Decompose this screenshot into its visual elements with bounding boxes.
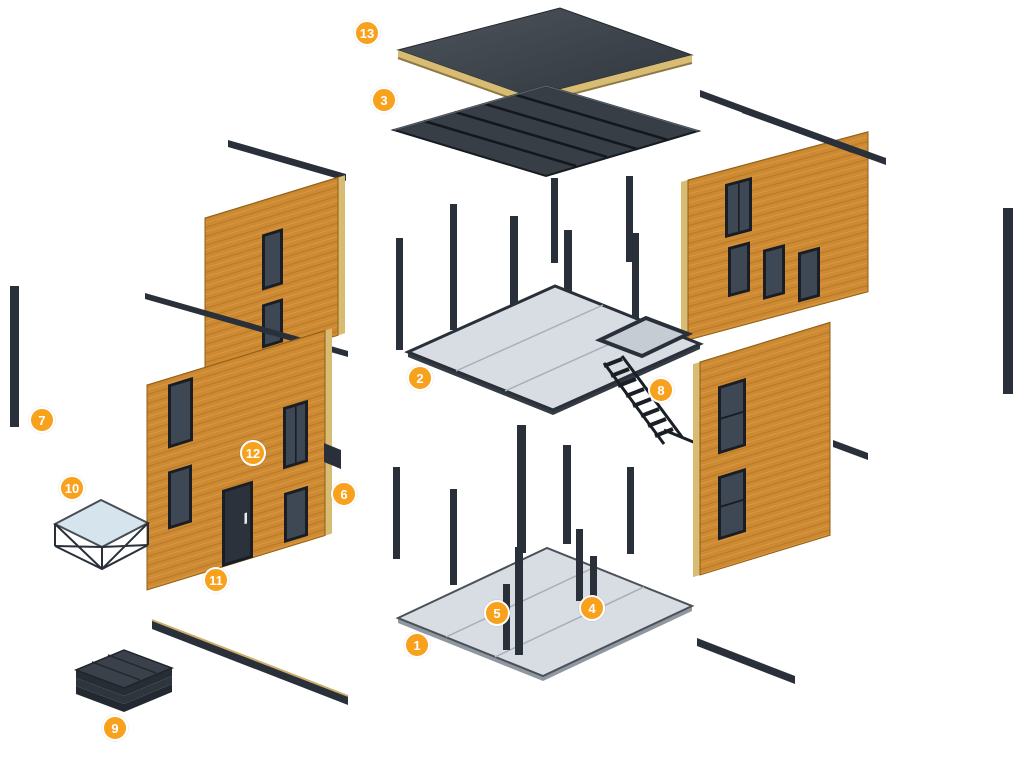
roof-rails-right bbox=[700, 90, 886, 165]
badge-13[interactable]: 13 bbox=[354, 20, 380, 46]
corner-post-right bbox=[1003, 208, 1013, 394]
columns-upper bbox=[396, 176, 639, 350]
window bbox=[798, 246, 820, 303]
badge-3[interactable]: 3 bbox=[371, 87, 397, 113]
roof-deck-panels bbox=[390, 84, 702, 178]
badge-5[interactable]: 5 bbox=[484, 600, 510, 626]
window bbox=[725, 176, 752, 239]
wall-front-right bbox=[693, 321, 831, 578]
window bbox=[284, 485, 308, 544]
badge-2[interactable]: 2 bbox=[407, 365, 433, 391]
ground-floor-platform bbox=[395, 546, 695, 681]
mid-floor-platform bbox=[404, 284, 704, 415]
rail-bottom-right bbox=[697, 638, 795, 684]
window bbox=[718, 467, 746, 541]
window bbox=[262, 298, 283, 349]
badge-6[interactable]: 6 bbox=[331, 481, 357, 507]
wall-front-left bbox=[146, 328, 332, 591]
badge-12[interactable]: 12 bbox=[240, 440, 266, 466]
wall-bracket bbox=[324, 443, 341, 469]
badge-4[interactable]: 4 bbox=[579, 595, 605, 621]
panel-stack bbox=[73, 649, 175, 712]
badge-7[interactable]: 7 bbox=[29, 407, 55, 433]
glass-frame-box bbox=[52, 498, 151, 571]
corner-post-left bbox=[10, 286, 19, 427]
roof-rail-left bbox=[228, 140, 346, 181]
columns-lower bbox=[393, 425, 634, 585]
rail-right-small bbox=[833, 440, 868, 460]
window bbox=[763, 244, 785, 300]
badge-8[interactable]: 8 bbox=[648, 377, 674, 403]
window bbox=[728, 241, 750, 298]
badge-9[interactable]: 9 bbox=[102, 715, 128, 741]
window bbox=[262, 228, 283, 291]
badge-1[interactable]: 1 bbox=[404, 632, 430, 658]
window bbox=[168, 464, 192, 530]
badge-11[interactable]: 11 bbox=[203, 567, 229, 593]
window bbox=[718, 377, 746, 455]
window bbox=[283, 399, 308, 470]
wall-back-right bbox=[681, 131, 869, 342]
badge-10[interactable]: 10 bbox=[59, 475, 85, 501]
stair-opening bbox=[594, 315, 694, 359]
window bbox=[168, 376, 193, 449]
rail-bottom-left bbox=[151, 619, 349, 705]
door bbox=[222, 480, 253, 568]
